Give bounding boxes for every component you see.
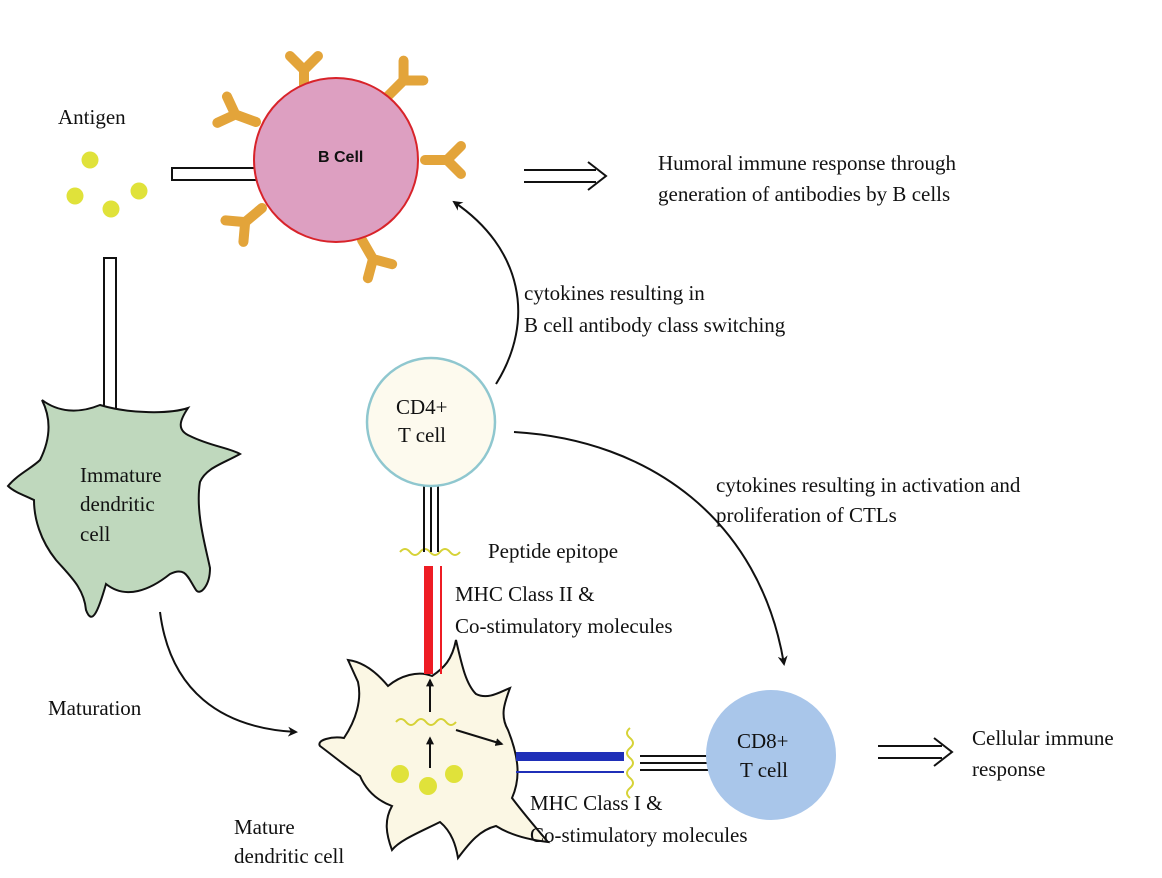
mhc1-loading-arrow xyxy=(455,729,504,746)
mhc2-bar xyxy=(424,566,433,674)
antigen-dot-icon xyxy=(419,777,437,795)
tcr-cd4-lines xyxy=(423,483,439,552)
mature-dendritic-cell xyxy=(318,639,551,861)
wavy-peptide-icon xyxy=(395,718,457,726)
immature-dendritic-cell xyxy=(6,399,243,618)
humoral-line2: generation of antibodies by B cells xyxy=(658,182,950,206)
mhc2-line1: MHC Class II & xyxy=(455,582,594,606)
immature-line1: Immature xyxy=(80,463,162,487)
cytokines-ctl-line2: proliferation of CTLs xyxy=(716,503,897,527)
b-cell-body xyxy=(253,77,419,243)
cytokines-ctl-line1: cytokines resulting in activation and xyxy=(716,473,1021,497)
antibody-y-icon xyxy=(217,97,260,136)
mhc2-line2: Co-stimulatory molecules xyxy=(455,614,673,638)
cd8-to-cellular-arrow xyxy=(878,737,954,767)
cytokines-b-line1: cytokines resulting in xyxy=(524,281,705,305)
bcell-to-humoral-arrow xyxy=(524,161,608,191)
cd4-to-cd8-arrow xyxy=(513,431,788,666)
cd8-line1: CD8+ xyxy=(737,729,789,753)
tcr-cd8-lines xyxy=(640,755,708,771)
antibody-y-icon xyxy=(425,146,461,174)
cd8-t-cell xyxy=(706,690,836,820)
b-cell-label: B Cell xyxy=(318,149,363,166)
b-cell: B Cell xyxy=(217,56,461,278)
cellular-line1: Cellular immune xyxy=(972,726,1114,750)
cd4-t-cell xyxy=(365,356,497,488)
maturation-label: Maturation xyxy=(48,696,142,720)
antigen-dot-icon xyxy=(66,187,84,205)
antigen-dot-icon xyxy=(102,200,120,218)
cd4-to-bcell-arrow xyxy=(452,200,520,385)
antigen-label: Antigen xyxy=(58,105,126,129)
immature-line2: dendritic xyxy=(80,492,155,516)
cd4-line1: CD4+ xyxy=(396,395,448,419)
cd8-line2: T cell xyxy=(740,758,788,782)
mhc1-bar xyxy=(516,752,624,761)
maturation-arrow xyxy=(159,611,298,737)
wavy-peptide-icon xyxy=(626,727,634,799)
antigen-dot-icon xyxy=(130,182,148,200)
cytokines-b-line2: B cell antibody class switching xyxy=(524,313,786,337)
antigen-dots xyxy=(66,151,148,218)
peptide-epitope-label: Peptide epitope xyxy=(488,539,618,563)
immature-line3: cell xyxy=(80,522,110,546)
humoral-line1: Humoral immune response through xyxy=(658,151,957,175)
mature-line1: Mature xyxy=(234,815,295,839)
mature-line2: dendritic cell xyxy=(234,844,344,868)
cellular-line2: response xyxy=(972,757,1045,781)
mhc1-line2: Co-stimulatory molecules xyxy=(530,823,748,847)
mhc1-line1: MHC Class I & xyxy=(530,791,662,815)
antigen-dot-icon xyxy=(445,765,463,783)
antigen-dot-icon xyxy=(391,765,409,783)
cd4-line2: T cell xyxy=(398,423,446,447)
antibody-y-icon xyxy=(225,197,271,242)
antigen-dot-icon xyxy=(81,151,99,169)
